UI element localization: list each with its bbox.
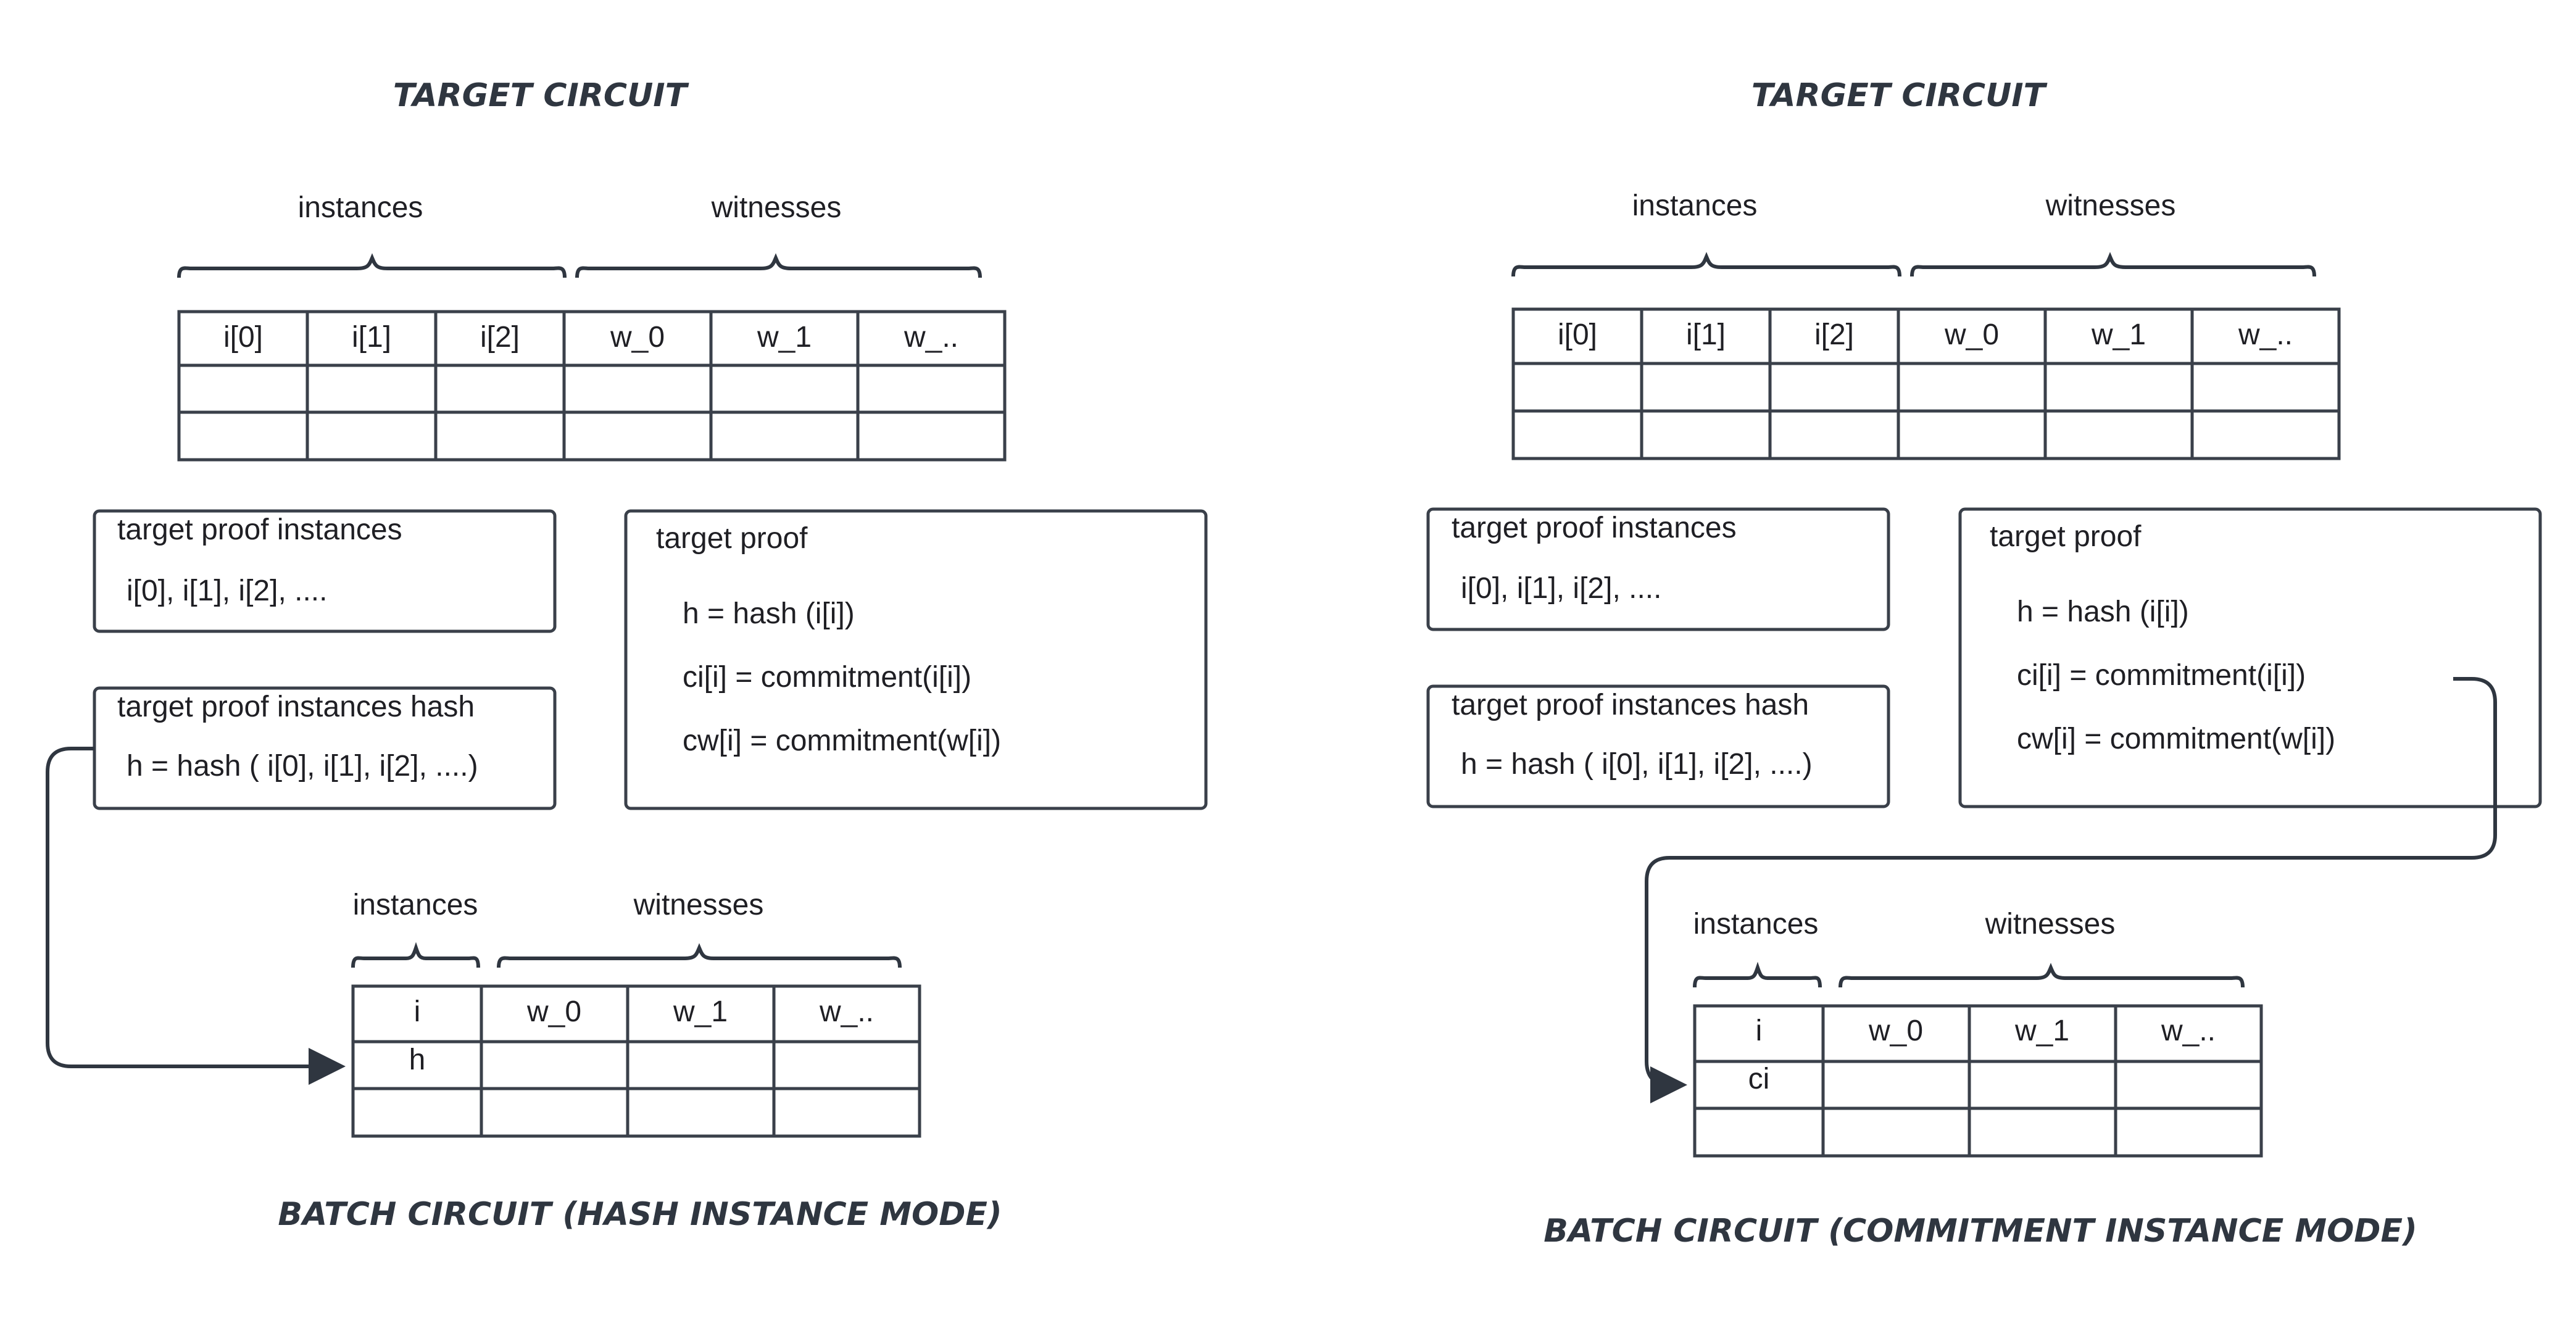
right-batch-table: i w_0 w_1 w_.. ci	[1693, 1004, 2263, 1158]
left-proof-box: target proof h = hash (i[i]) ci[i] = com…	[624, 509, 1208, 810]
left-instances-box: target proof instances i[0], i[1], i[2],…	[93, 509, 557, 633]
left-witnesses-brace	[575, 253, 982, 278]
right-table-header-3: w_0	[1944, 318, 1999, 351]
right-hash-box-frame	[1426, 684, 1890, 808]
right-proof-line-1: h = hash (i[i])	[2017, 596, 2189, 628]
left-batch-table-frame	[351, 984, 921, 1138]
right-instances-box-title: target proof instances	[1452, 512, 1737, 544]
right-table-header-2: i[2]	[1814, 318, 1854, 351]
right-table-header-4: w_1	[2091, 318, 2146, 351]
left-batch-witnesses-label: witnesses	[633, 889, 764, 921]
left-hash-box: target proof instances hash h = hash ( i…	[93, 686, 557, 810]
right-batch-header-1: w_0	[1868, 1015, 1923, 1047]
left-instances-box-body: i[0], i[1], i[2], ....	[127, 575, 327, 607]
left-hash-to-batch-connector	[46, 747, 346, 1085]
left-batch-value: h	[409, 1044, 426, 1076]
right-proof-line-2: ci[i] = commitment(i[i])	[2017, 659, 2306, 692]
left-batch-instances-label: instances	[353, 889, 478, 921]
left-instances-label: instances	[298, 191, 423, 224]
left-witnesses-label: witnesses	[711, 191, 842, 224]
left-target-table: i[0] i[1] i[2] w_0 w_1 w_..	[177, 310, 1007, 462]
left-table-header-4: w_1	[757, 321, 812, 354]
left-instances-box-title: target proof instances	[117, 513, 402, 546]
left-table-header-1: i[1]	[352, 321, 391, 354]
left-target-circuit-title: TARGET CIRCUIT	[393, 77, 689, 114]
left-table-header-2: i[2]	[480, 321, 520, 354]
left-table-header-5: w_..	[904, 321, 958, 354]
right-instances-label: instances	[1632, 189, 1758, 222]
right-instances-brace	[1511, 252, 1901, 277]
left-batch-header-2: w_1	[673, 995, 728, 1028]
right-instances-box-body: i[0], i[1], i[2], ....	[1461, 572, 1661, 605]
right-batch-instances-brace	[1693, 961, 1822, 988]
left-batch-circuit-title: BATCH CIRCUIT (HASH INSTANCE MODE)	[278, 1196, 1002, 1233]
right-hash-box: target proof instances hash h = hash ( i…	[1426, 684, 1890, 808]
left-panel: TARGET CIRCUIT instances witnesses i[0] …	[46, 77, 1208, 1233]
right-proof-line-3: cw[i] = commitment(w[i])	[2017, 723, 2335, 755]
left-hash-box-title: target proof instances hash	[117, 691, 475, 723]
right-table-header-1: i[1]	[1686, 318, 1726, 351]
right-batch-table-frame	[1693, 1004, 2263, 1158]
left-proof-box-frame	[624, 509, 1208, 810]
right-target-circuit-title: TARGET CIRCUIT	[1751, 77, 2048, 114]
left-proof-line-2: ci[i] = commitment(i[i])	[683, 661, 971, 694]
right-witnesses-brace	[1910, 252, 2316, 277]
left-target-table-frame	[177, 310, 1007, 462]
left-instances-box-frame	[93, 509, 557, 633]
left-proof-line-1: h = hash (i[i])	[683, 597, 855, 630]
right-target-table-frame	[1511, 307, 2341, 460]
right-hash-box-title: target proof instances hash	[1452, 689, 1809, 721]
right-proof-box-frame	[1958, 507, 2542, 808]
right-batch-witnesses-brace	[1839, 963, 2245, 988]
right-hash-box-body: h = hash ( i[0], i[1], i[2], ....)	[1461, 748, 1813, 781]
left-batch-header-1: w_0	[526, 995, 581, 1028]
right-table-header-0: i[0]	[1558, 318, 1597, 351]
right-batch-header-2: w_1	[2014, 1015, 2069, 1047]
right-instances-box: target proof instances i[0], i[1], i[2],…	[1426, 507, 1890, 631]
left-batch-table: i w_0 w_1 w_.. h	[351, 984, 921, 1138]
left-hash-box-body: h = hash ( i[0], i[1], i[2], ....)	[127, 750, 478, 782]
right-batch-header-3: w_..	[2161, 1015, 2216, 1047]
right-batch-header-0: i	[1756, 1015, 1763, 1047]
left-proof-box-title: target proof	[656, 522, 808, 555]
left-instances-brace	[177, 253, 567, 278]
left-batch-instances-brace	[351, 942, 480, 968]
right-panel: TARGET CIRCUIT instances witnesses i[0] …	[1426, 77, 2542, 1250]
left-proof-line-3: cw[i] = commitment(w[i])	[683, 724, 1001, 757]
right-target-table: i[0] i[1] i[2] w_0 w_1 w_..	[1511, 307, 2341, 460]
right-batch-instances-label: instances	[1693, 908, 1819, 940]
left-batch-header-3: w_..	[819, 995, 874, 1028]
left-table-header-3: w_0	[610, 321, 665, 354]
right-table-header-5: w_..	[2238, 318, 2293, 351]
left-batch-witnesses-brace	[497, 943, 902, 968]
right-batch-value: ci	[1748, 1063, 1770, 1095]
right-instances-box-frame	[1426, 507, 1890, 631]
right-commitment-to-batch-connector	[1645, 677, 2497, 1103]
right-batch-witnesses-label: witnesses	[1985, 908, 2116, 940]
left-table-header-0: i[0]	[223, 321, 263, 354]
left-batch-header-0: i	[414, 995, 421, 1028]
right-batch-circuit-title: BATCH CIRCUIT (COMMITMENT INSTANCE MODE)	[1544, 1213, 2417, 1250]
right-proof-box-title: target proof	[1990, 520, 2142, 553]
right-proof-box: target proof h = hash (i[i]) ci[i] = com…	[1958, 507, 2542, 808]
right-witnesses-label: witnesses	[2045, 189, 2176, 222]
